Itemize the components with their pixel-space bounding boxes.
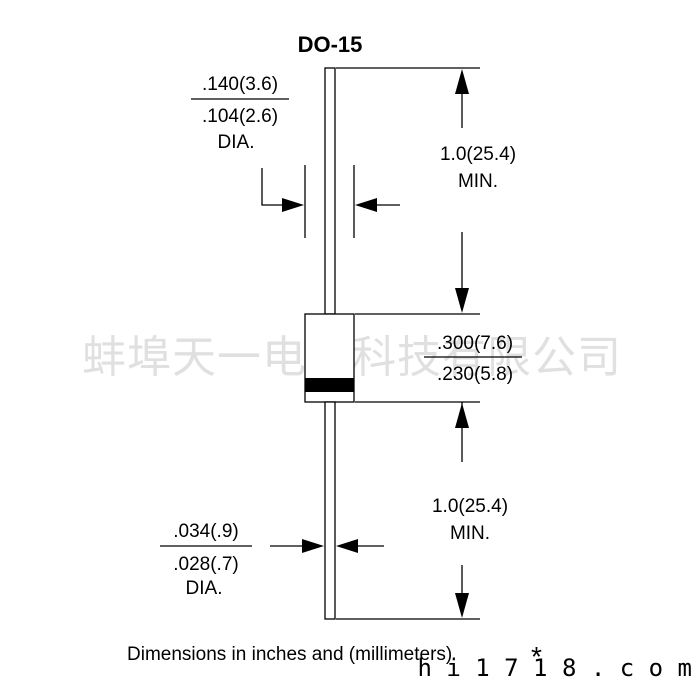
cathode-band <box>305 378 354 392</box>
body-length-max: .300(7.6) <box>437 333 513 354</box>
bottom-lead <box>324 401 336 620</box>
body-dia-unit: DIA. <box>218 132 255 153</box>
top-lead-length-value: 1.0(25.4) <box>440 144 516 165</box>
arrow-body-up <box>455 403 469 428</box>
footnote-text: Dimensions in inches and (millimeters) <box>127 644 452 665</box>
arrow-lead-dia-right <box>336 539 358 553</box>
arrow-body-dia-left <box>282 198 304 212</box>
star-mark: * <box>531 641 542 672</box>
bottom-lead-length-qualifier: MIN. <box>450 523 490 544</box>
lead-dia-unit: DIA. <box>186 578 223 599</box>
lead-dia-min: .028(.7) <box>173 554 238 575</box>
package-title: DO-15 <box>298 32 363 57</box>
arrow-body-dia-right <box>355 198 377 212</box>
body-dia-leader-left <box>261 168 284 206</box>
arrow-bottom-lead-down <box>455 593 469 618</box>
bottom-lead-length-value: 1.0(25.4) <box>432 496 508 517</box>
arrow-lead-dia-left <box>302 539 324 553</box>
body-length-min: .230(5.8) <box>437 364 513 385</box>
body-dia-max: .140(3.6) <box>202 74 278 95</box>
top-lead <box>324 67 336 315</box>
lead-dia-max: .034(.9) <box>173 521 238 542</box>
top-lead-length-qualifier: MIN. <box>458 171 498 192</box>
arrow-top-lead-up <box>455 69 469 94</box>
body-dia-min: .104(2.6) <box>202 106 278 127</box>
site-mark: h i 1 7 1 8 . c o m <box>417 654 692 682</box>
arrow-top-lead-down <box>455 288 469 313</box>
